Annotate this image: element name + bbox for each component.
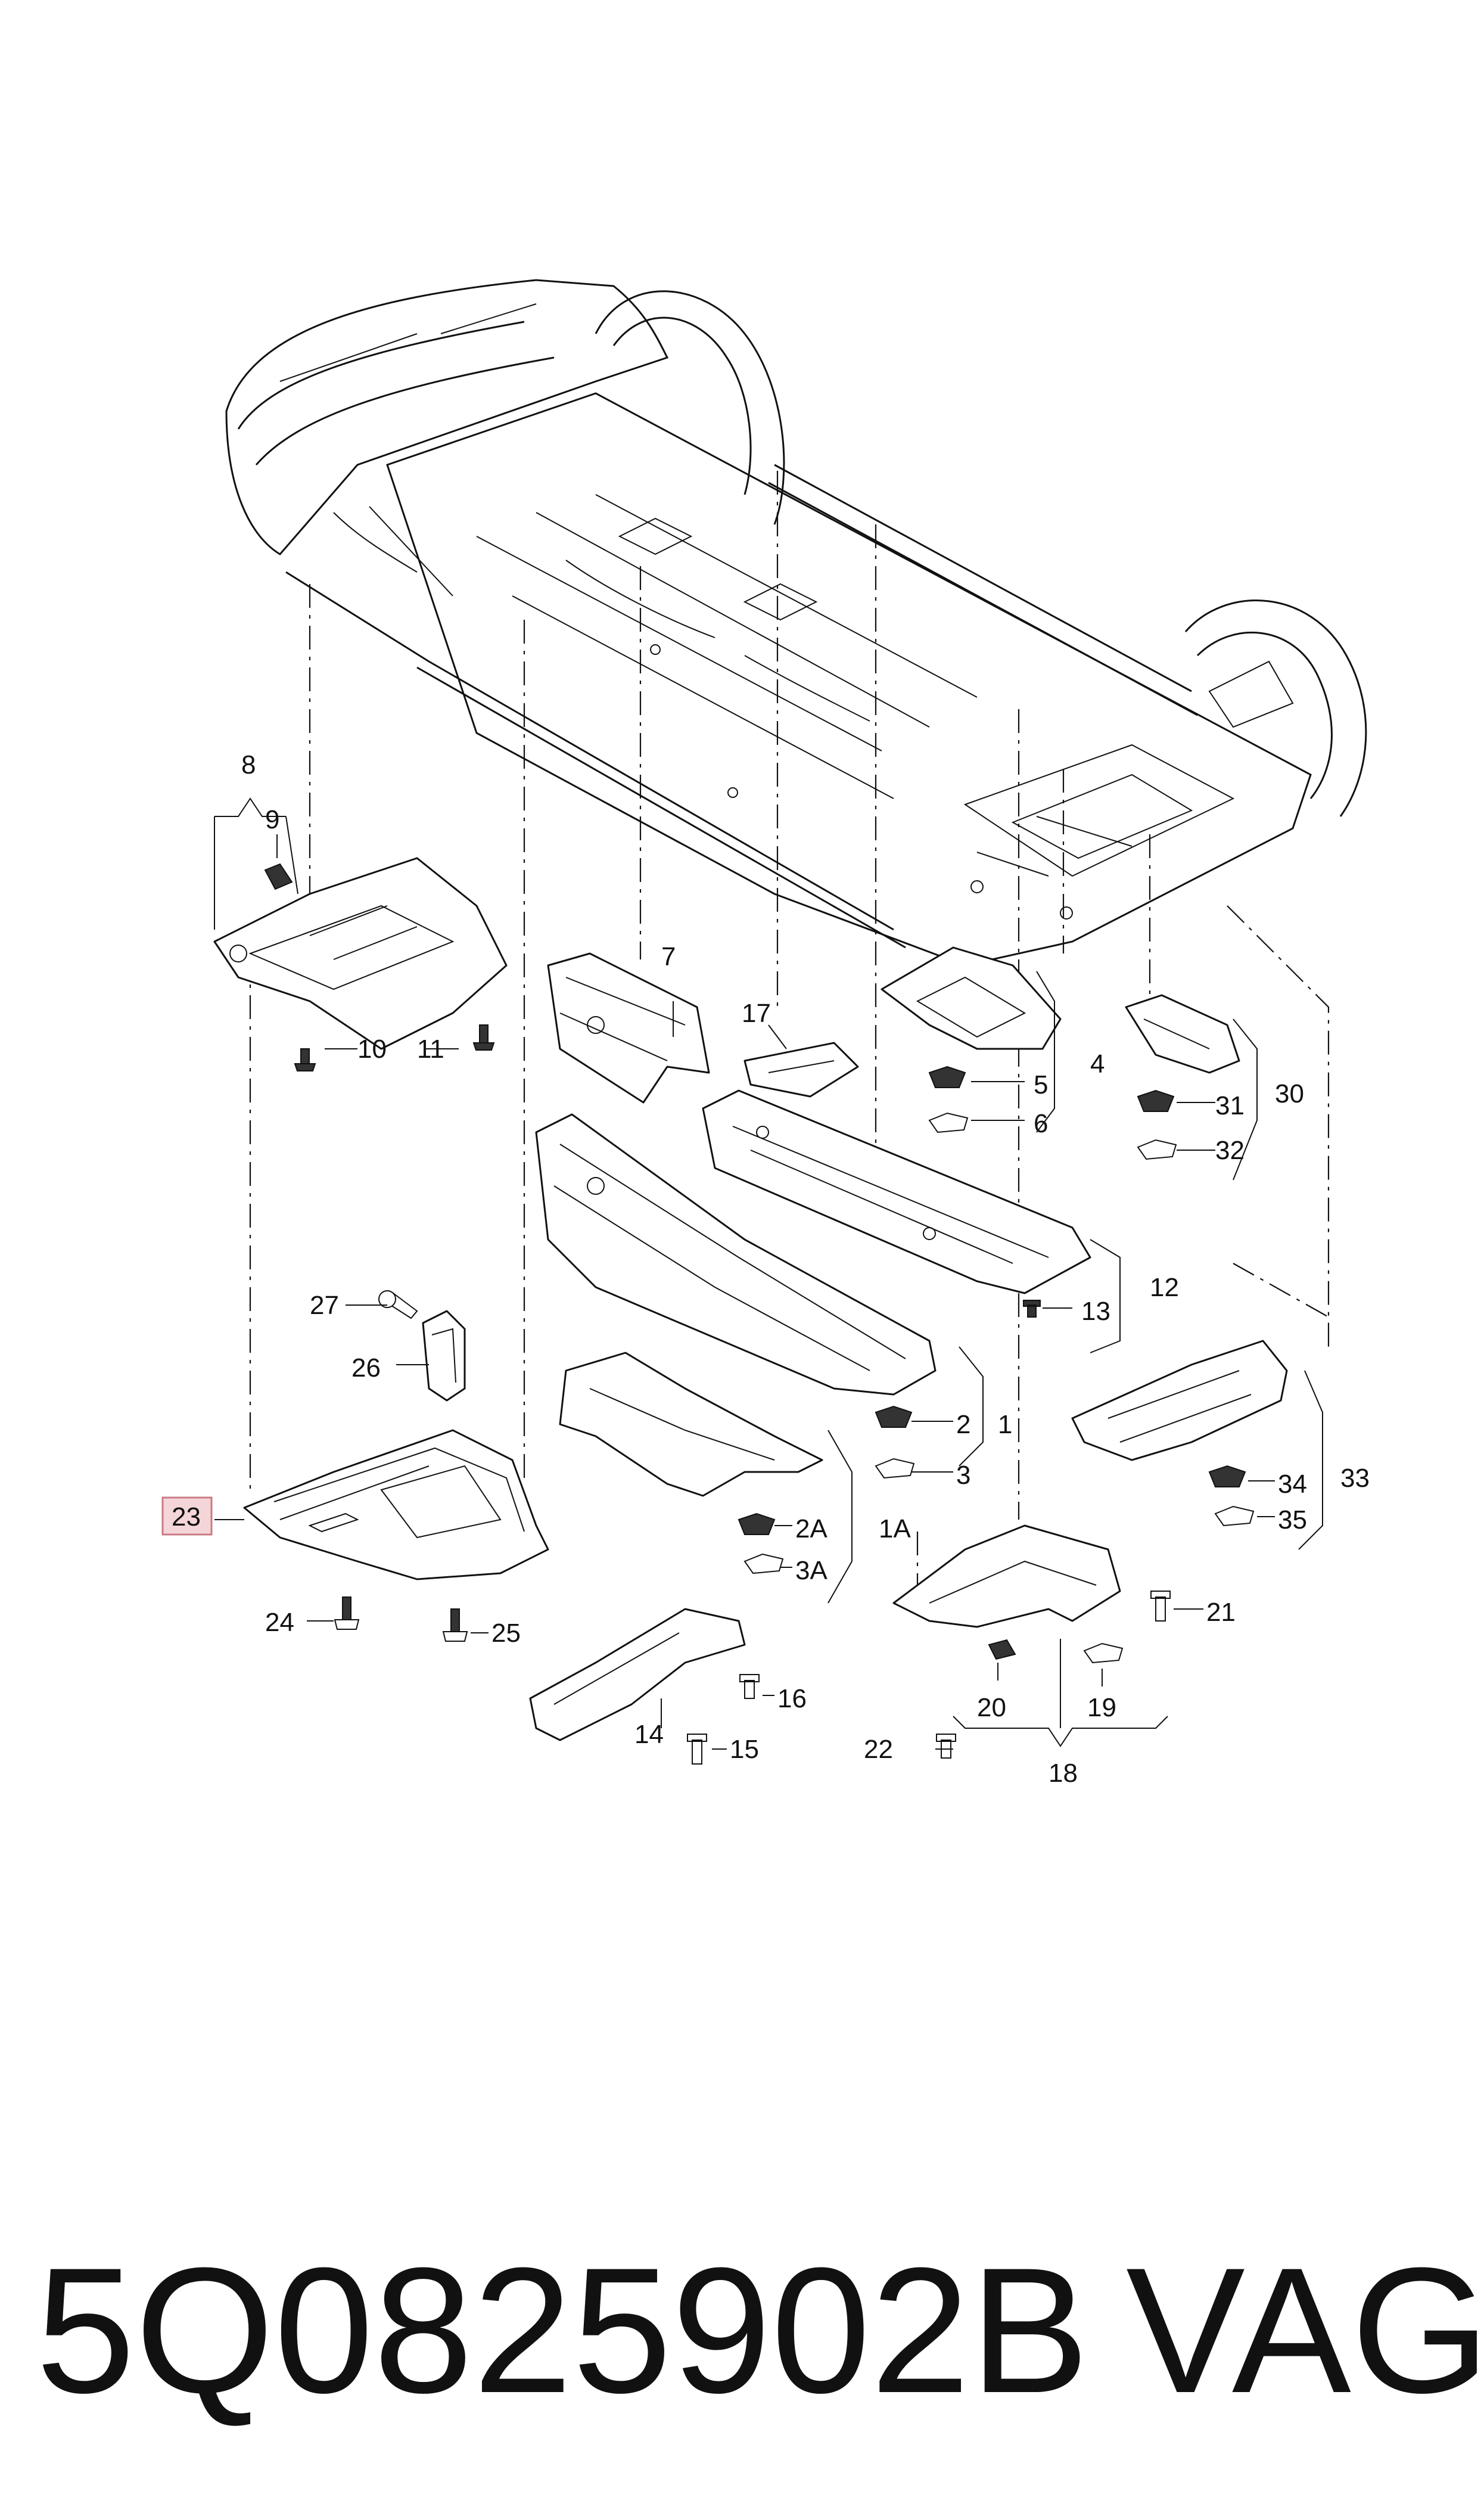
callout-34: 34	[1278, 1470, 1307, 1499]
callout-10: 10	[357, 1035, 387, 1064]
part-1A-panel	[559, 1352, 823, 1574]
callout-14: 14	[634, 1720, 664, 1749]
part-33-shield	[1071, 1340, 1288, 1527]
callout-9: 9	[265, 805, 279, 834]
callout-33: 33	[1340, 1464, 1370, 1493]
callout-3A: 3A	[795, 1556, 827, 1585]
callout-17: 17	[742, 999, 771, 1028]
callout-26: 26	[351, 1353, 381, 1383]
callout-24: 24	[265, 1608, 294, 1637]
projection-lines	[249, 471, 1330, 1585]
part-18-shield	[892, 1524, 1171, 1759]
callout-1: 1	[998, 1410, 1012, 1439]
part-30-shield	[1125, 994, 1240, 1160]
part-12-tunnel-shield	[702, 1089, 1091, 1318]
callout-35: 35	[1278, 1505, 1307, 1535]
callout-18: 18	[1049, 1759, 1078, 1788]
callout-labels: 8 9 10 11 7 17 4 5 6 30 31 32 12 13 27 2…	[172, 750, 1370, 1788]
callout-7: 7	[661, 942, 676, 971]
brand-text: VAG	[1126, 2230, 1484, 2430]
callout-6: 6	[1034, 1109, 1048, 1138]
callout-13: 13	[1081, 1297, 1110, 1326]
callout-2A: 2A	[795, 1514, 827, 1543]
part-14-shield	[529, 1608, 760, 1765]
callout-23: 23	[172, 1502, 201, 1532]
callout-3: 3	[956, 1461, 970, 1490]
callout-22: 22	[864, 1735, 893, 1764]
callout-25: 25	[491, 1619, 521, 1648]
callout-5: 5	[1034, 1070, 1048, 1099]
part-7-panel	[547, 952, 710, 1104]
callout-15: 15	[730, 1735, 759, 1764]
callout-23-highlight	[161, 1496, 213, 1536]
part-4-shield	[881, 946, 1062, 1133]
callout-21: 21	[1206, 1598, 1236, 1627]
callout-27: 27	[310, 1291, 339, 1320]
callout-11: 11	[417, 1035, 444, 1064]
callout-brackets	[214, 797, 1323, 1747]
part-23-underbody-guard	[243, 1290, 549, 1642]
callout-20: 20	[977, 1693, 1006, 1722]
callout-32: 32	[1215, 1136, 1245, 1165]
part-8-front-guard	[213, 857, 508, 1071]
callout-8: 8	[241, 750, 256, 779]
callout-16: 16	[777, 1684, 807, 1713]
callout-30: 30	[1275, 1079, 1304, 1108]
vehicle-underbody	[225, 279, 1367, 967]
part-17-bracket	[743, 1042, 859, 1098]
callout-2: 2	[956, 1410, 970, 1439]
part-number-text: 5Q0825902B	[36, 2230, 1090, 2430]
leader-lines	[214, 834, 1275, 1750]
part-1-floor-panel	[535, 1113, 937, 1479]
callout-31: 31	[1215, 1091, 1245, 1120]
callout-12: 12	[1150, 1273, 1179, 1302]
callout-19: 19	[1087, 1693, 1116, 1722]
callout-1A: 1A	[879, 1514, 911, 1543]
callout-4: 4	[1090, 1049, 1105, 1079]
